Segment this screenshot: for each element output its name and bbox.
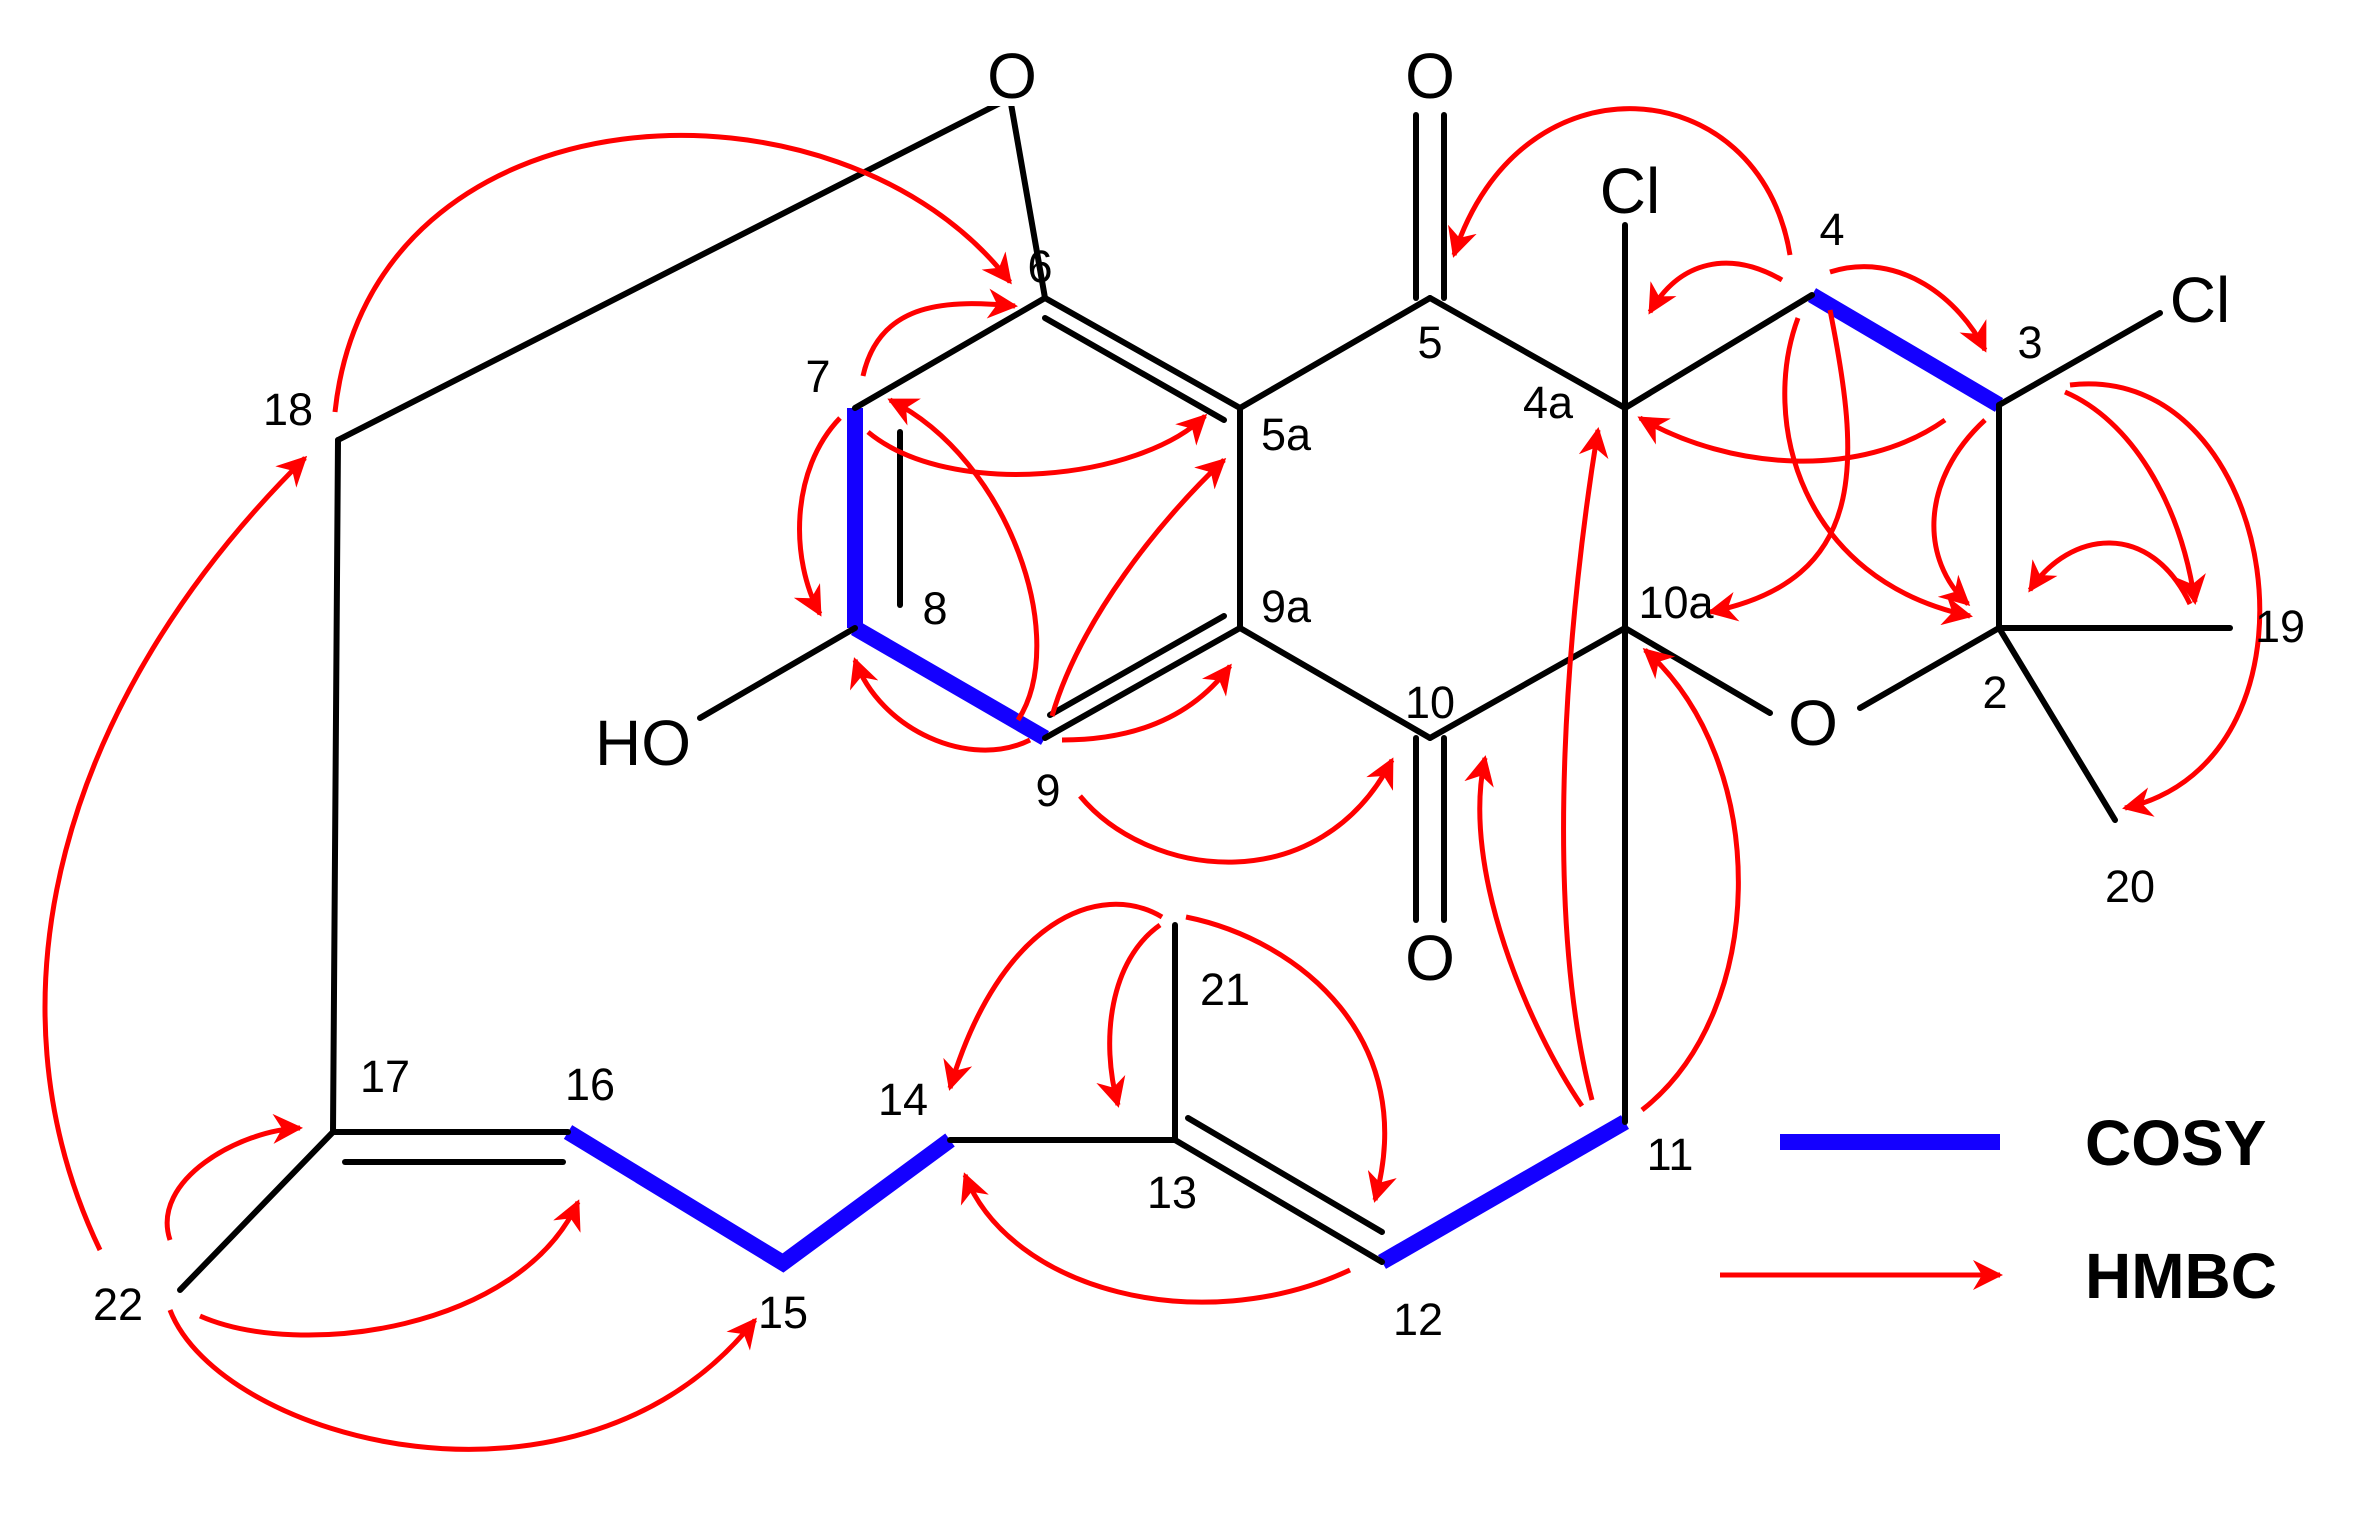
- hydroxyl-label: HO: [595, 707, 691, 779]
- position-number: 8: [922, 583, 947, 634]
- oxygen-ring-label: O: [1788, 687, 1838, 759]
- position-number: 13: [1147, 1167, 1197, 1218]
- hmbc-arrow: [1637, 415, 1947, 464]
- hmbc-arrow: [1096, 922, 1162, 1108]
- hmbc-arrow: [1782, 317, 1973, 626]
- cosy-bond-8-9: [850, 621, 1050, 745]
- atom-labels: O O O O Cl Cl HO: [595, 40, 2230, 994]
- position-number: 16: [565, 1059, 615, 1110]
- chlorine-4a-label: Cl: [1600, 155, 1660, 227]
- hmbc-arrow: [1185, 914, 1397, 1203]
- hmbc-arrow: [1448, 106, 1793, 258]
- hmbc-arrow: [42, 455, 308, 1252]
- hmbc-arrow: [793, 416, 842, 617]
- cosy-bond-14-15-16: [563, 1125, 955, 1273]
- position-number: 9a: [1261, 581, 1312, 632]
- hmbc-arrows: [42, 106, 2263, 1452]
- position-number: 20: [2105, 861, 2155, 912]
- position-number: 5: [1417, 317, 1442, 368]
- position-number: 4: [1819, 204, 1844, 255]
- hmbc-arrow: [1707, 309, 1851, 622]
- hmbc-arrow: [332, 132, 1012, 413]
- hmbc-arrow: [860, 288, 1018, 377]
- position-number: 6: [1027, 241, 1052, 292]
- cosy-bonds: [563, 288, 2004, 1273]
- hmbc-arrow: [1078, 757, 1395, 865]
- position-numbers: 2 3 4 4a 5 5a 6 7 8 9 9a 10 10a 11 12 13…: [93, 204, 2305, 1345]
- hmbc-arrow: [2069, 381, 2263, 817]
- hmbc-arrow: [1561, 427, 1609, 1101]
- position-number: 19: [2255, 601, 2305, 652]
- position-number: 17: [360, 1051, 410, 1102]
- hmbc-arrow: [167, 1309, 757, 1452]
- position-number: 10a: [1638, 577, 1714, 628]
- hmbc-arrow: [1829, 264, 1988, 353]
- position-number: 15: [758, 1287, 808, 1338]
- hmbc-arrow: [164, 1113, 303, 1241]
- hmbc-arrow: [960, 1172, 1352, 1305]
- position-number: 21: [1200, 964, 1250, 1015]
- position-number: 10: [1405, 677, 1455, 728]
- legend-hmbc-label: HMBC: [2085, 1240, 2277, 1312]
- oxygen-ether-label: O: [987, 40, 1037, 112]
- position-number: 12: [1393, 1294, 1443, 1345]
- cosy-bond-4-3: [1807, 288, 2004, 412]
- hmbc-arrow: [943, 901, 1164, 1091]
- oxygen-ketone-top-label: O: [1405, 40, 1455, 112]
- hmbc-arrow: [1049, 457, 1227, 717]
- position-number: 14: [878, 1074, 928, 1125]
- chlorine-3-label: Cl: [2170, 264, 2230, 336]
- position-number: 9: [1035, 765, 1060, 816]
- position-number: 5a: [1261, 409, 1312, 460]
- skeleton-bonds: [177, 95, 2233, 1293]
- hmbc-arrow: [849, 657, 1032, 753]
- hmbc-arrow: [1464, 755, 1585, 1108]
- position-number: 3: [2017, 317, 2042, 368]
- hmbc-arrow: [1647, 260, 1784, 315]
- position-number: 11: [1647, 1129, 1694, 1180]
- hmbc-arrow: [1640, 648, 1741, 1112]
- position-number: 18: [263, 384, 313, 435]
- hmbc-arrow: [887, 397, 1040, 722]
- position-number: 22: [93, 1279, 143, 1330]
- oxygen-ketone-bottom-label: O: [1405, 922, 1455, 994]
- position-number: 4a: [1523, 377, 1574, 428]
- legend-cosy-label: COSY: [2085, 1107, 2266, 1179]
- hmbc-arrow: [2064, 389, 2206, 605]
- position-number: 7: [805, 351, 830, 402]
- legend: COSY HMBC: [1720, 1107, 2277, 1312]
- hmbc-arrow: [198, 1199, 581, 1338]
- hmbc-arrow: [2027, 540, 2193, 606]
- hmbc-arrow: [1931, 418, 1987, 607]
- hmbc-arrow: [866, 413, 1208, 477]
- hmbc-arrow: [1061, 663, 1233, 743]
- position-number: 2: [1982, 667, 2007, 718]
- cosy-bond-11-12: [1378, 1115, 1629, 1269]
